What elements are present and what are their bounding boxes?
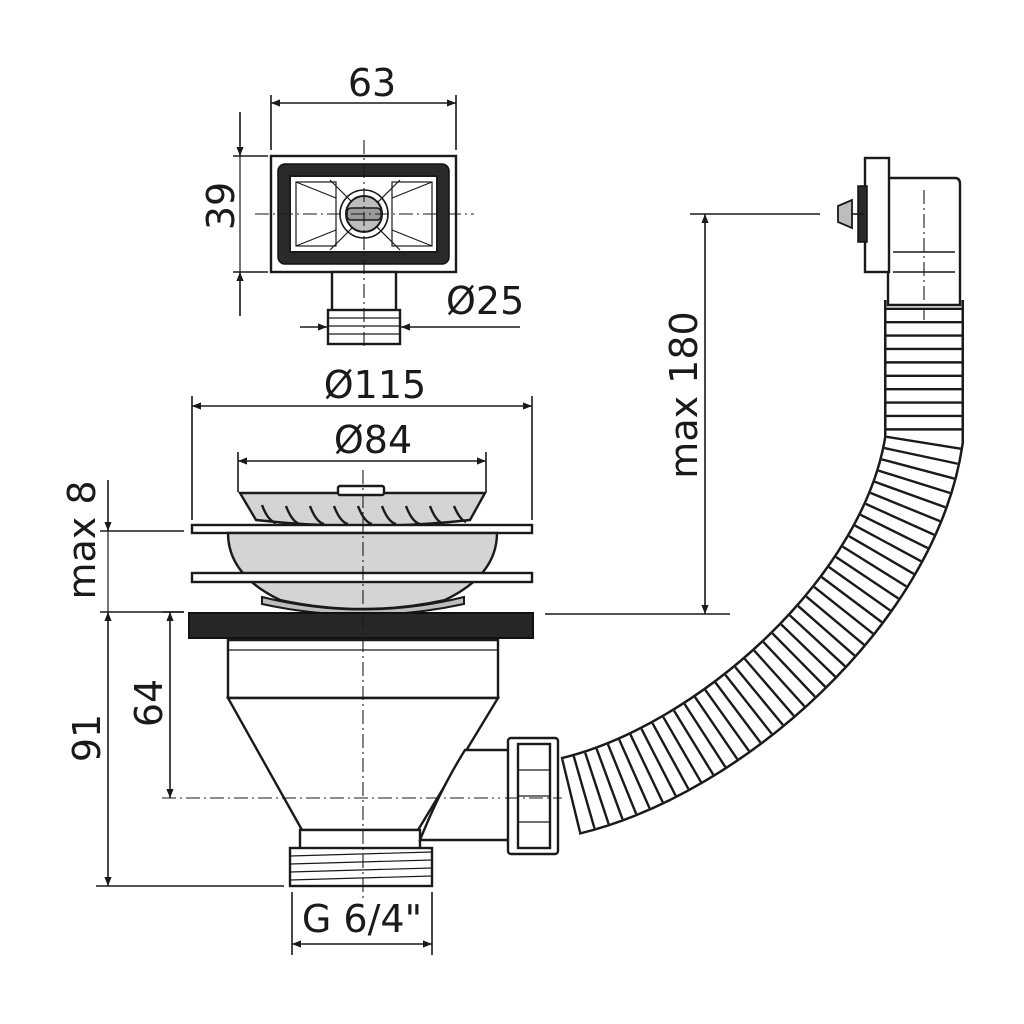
dim-overflow-max-height: max 180 (662, 311, 706, 478)
overflow-unit (255, 140, 474, 350)
dim-sink-thickness: max 8 (60, 480, 104, 599)
dim-side-outlet-height: 64 (127, 679, 171, 727)
rubber-gasket (188, 612, 534, 639)
dim-overflow-width: 63 (348, 61, 396, 105)
dim-flange-diameter: Ø115 (324, 363, 426, 407)
hose-nut (505, 736, 562, 856)
corrugated-hose (559, 300, 964, 835)
dim-outlet-diameter: Ø25 (446, 279, 524, 323)
flange-bowl (190, 523, 534, 616)
dim-overflow-height: 39 (199, 182, 243, 230)
strainer-basket (237, 484, 488, 528)
dim-strainer-diameter: Ø84 (334, 418, 412, 462)
dimension-lines (96, 95, 820, 955)
waste-body (225, 470, 512, 900)
dim-total-height: 91 (65, 714, 109, 762)
dim-thread: G 6/4" (302, 897, 422, 941)
overflow-elbow (837, 156, 962, 320)
